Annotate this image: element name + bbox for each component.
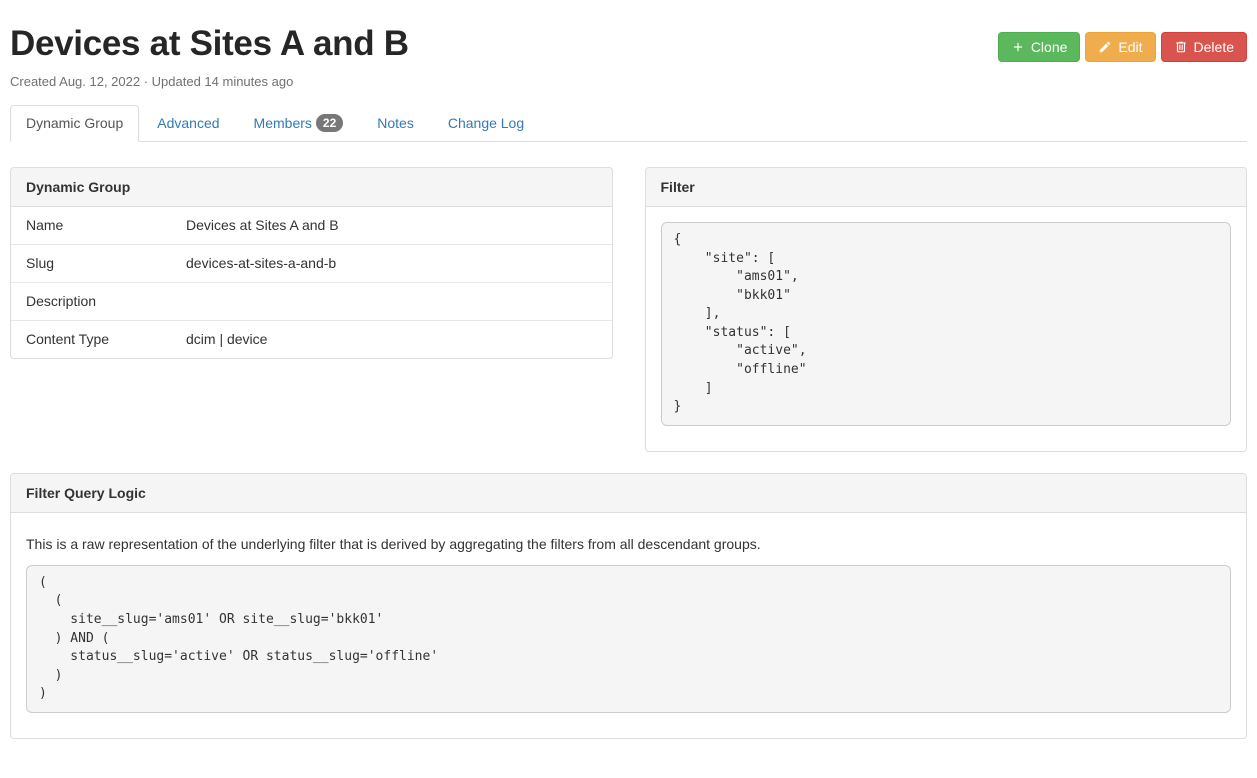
- attr-label-content-type: Content Type: [11, 320, 171, 358]
- page-meta: Created Aug. 12, 2022 · Updated 14 minut…: [10, 74, 294, 89]
- pencil-icon: [1100, 41, 1111, 53]
- delete-button-label: Delete: [1193, 39, 1234, 55]
- filter-panel-body: { "site": [ "ams01", "bkk01" ], "status"…: [646, 207, 1247, 451]
- edit-button-label: Edit: [1118, 39, 1143, 55]
- filter-query-logic-panel: Filter Query Logic This is a raw represe…: [10, 472, 1247, 739]
- clone-button-label: Clone: [1030, 39, 1068, 55]
- attr-value-content-type: dcim | device: [171, 320, 612, 358]
- table-row: Slug devices-at-sites-a-and-b: [11, 244, 612, 283]
- filter-panel-title: Filter: [645, 168, 1246, 207]
- attr-value-slug: devices-at-sites-a-and-b: [171, 244, 612, 283]
- filter-query-logic-panel-title: Filter Query Logic: [11, 473, 1246, 513]
- action-buttons: Clone Edit Delete: [997, 32, 1247, 62]
- attr-label-slug: Slug: [11, 244, 171, 283]
- attr-value-name: Devices at Sites A and B: [186, 217, 339, 233]
- trash-icon: [1175, 41, 1186, 53]
- delete-button[interactable]: Delete: [1160, 32, 1247, 62]
- clone-button[interactable]: Clone: [997, 32, 1081, 62]
- tab-dynamic-group[interactable]: Dynamic Group: [10, 105, 140, 142]
- page-title: Devices at Sites A and B: [10, 24, 409, 63]
- dynamic-group-panel-title: Dynamic Group: [11, 168, 612, 207]
- tab-advanced[interactable]: Advanced: [141, 105, 235, 142]
- attr-label-description: Description: [11, 282, 171, 321]
- tab-notes-label[interactable]: Notes: [377, 115, 414, 131]
- filter-query-logic-code: ( ( site__slug='ams01' OR site__slug='bk…: [26, 564, 1231, 713]
- table-row: Content Type dcim | device: [11, 320, 612, 358]
- tab-dynamic-group-label[interactable]: Dynamic Group: [10, 105, 140, 142]
- dynamic-group-panel: Dynamic Group Name Devices at Sites A an…: [10, 167, 613, 359]
- tab-advanced-label[interactable]: Advanced: [157, 115, 220, 131]
- tab-members-label: Members: [253, 115, 312, 131]
- edit-button[interactable]: Edit: [1085, 32, 1156, 62]
- table-row: Name Devices at Sites A and B: [11, 207, 612, 245]
- tab-change-log-label[interactable]: Change Log: [447, 115, 525, 131]
- filter-panel: Filter { "site": [ "ams01", "bkk01" ], "…: [644, 167, 1247, 452]
- filter-query-logic-description: This is a raw representation of the unde…: [26, 535, 761, 552]
- attr-value-description: [171, 282, 612, 321]
- members-count-badge: 22: [315, 114, 344, 132]
- dynamic-group-attr-table: Name Devices at Sites A and B Slug devic…: [11, 207, 612, 358]
- content-row: Dynamic Group Name Devices at Sites A an…: [10, 167, 1247, 452]
- filter-query-logic-panel-body: This is a raw representation of the unde…: [11, 513, 1246, 738]
- plus-icon: [1013, 42, 1022, 52]
- tab-change-log[interactable]: Change Log: [432, 105, 540, 142]
- filter-json-code: { "site": [ "ams01", "bkk01" ], "status"…: [660, 222, 1231, 426]
- table-row: Description: [11, 282, 612, 321]
- page-container: Clone Edit Delete Devices at Sites A and…: [10, 24, 1247, 739]
- tab-notes[interactable]: Notes: [361, 105, 430, 142]
- attr-label-name: Name: [26, 217, 64, 233]
